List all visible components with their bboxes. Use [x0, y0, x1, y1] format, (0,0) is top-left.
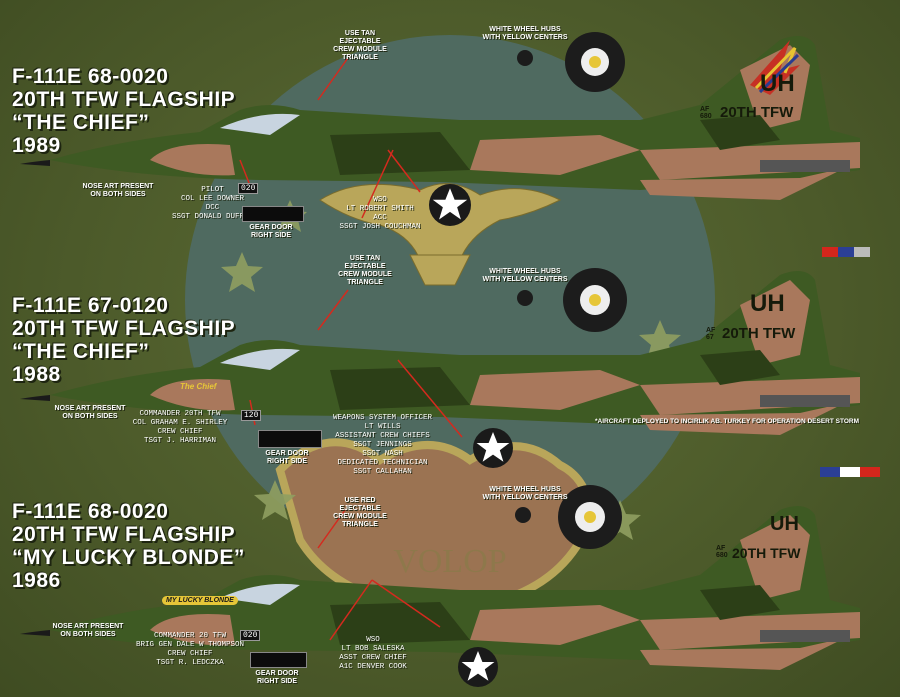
eagle-emblem	[319, 183, 562, 286]
wheel-1	[565, 32, 625, 92]
insignia-large-1	[429, 184, 471, 226]
deploy-note: *AIRCRAFT DEPLOYED TO INCIRLIK AB. TURKE…	[595, 418, 859, 425]
gear-door-decal-1	[242, 206, 304, 222]
tail-wing-3: 20TH TFW	[732, 545, 801, 561]
tail-wing-1: 20TH TFW	[720, 104, 794, 121]
wheel-2	[563, 268, 627, 332]
canopy-number-2: 120	[241, 410, 262, 421]
aircraft-1-title: F-111E 68-0020 20TH TFW FLAGSHIP “THE CH…	[12, 65, 236, 157]
tail-code-1: UH	[760, 70, 795, 97]
insignia-large-2	[473, 428, 513, 468]
emblem-text: VOLOP	[393, 543, 506, 580]
gear-door-decal-3	[250, 652, 307, 668]
canopy-number-3: 020	[240, 630, 261, 641]
tail-stripe-3	[820, 467, 880, 477]
tail-code-2: UH	[750, 290, 785, 317]
small-wheel-1	[517, 50, 533, 66]
tail-stripe-2	[822, 247, 870, 257]
small-wheel-2	[517, 290, 533, 306]
small-wheel-3	[515, 507, 531, 523]
aircraft-3-title: F-111E 68-0020 20TH TFW FLAGSHIP “MY LUC…	[12, 500, 245, 592]
nose-art-name-3: MY LUCKY BLONDE	[162, 596, 238, 605]
nose-art-name-2: The Chief	[180, 382, 217, 391]
insignia-large-3	[458, 647, 498, 687]
tail-code-3: UH	[770, 513, 799, 535]
aircraft-2-title: F-111E 67-0120 20TH TFW FLAGSHIP “THE CH…	[12, 294, 236, 386]
leader-arrows	[239, 54, 463, 641]
tail-wing-2: 20TH TFW	[722, 325, 796, 342]
wheel-3	[558, 485, 622, 549]
gear-door-decal-2	[258, 430, 322, 448]
canopy-number-1: 020	[238, 183, 259, 194]
